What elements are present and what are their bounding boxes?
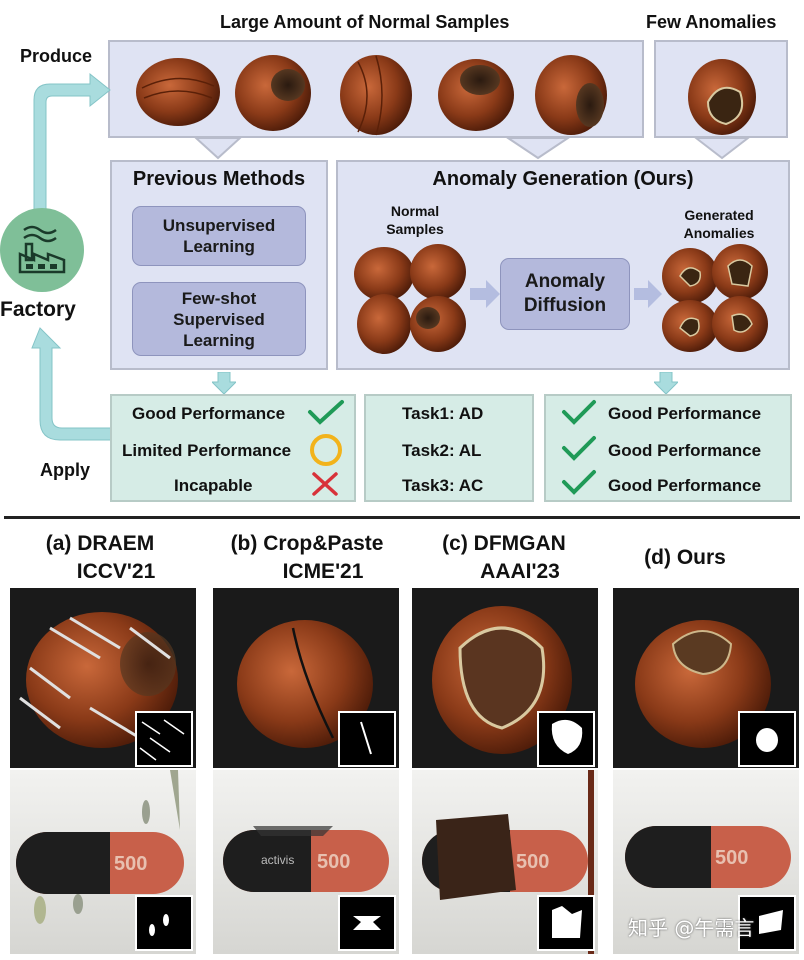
task-al: Task2: AL [402, 441, 482, 460]
draem-capsule-image: 500 [10, 770, 196, 954]
hazelnut-anomaly [688, 59, 756, 135]
hazelnut-normal-5 [535, 55, 607, 135]
previous-results-panel [110, 394, 356, 502]
down-arrow-left [212, 372, 236, 394]
normal-samples-label: Normal Samples [386, 203, 444, 237]
prev-result-icons [308, 400, 344, 496]
top-hazelnut-images [136, 55, 756, 160]
draem-hazelnut-image [10, 588, 196, 768]
column-c-venue: AAAI'23 [480, 560, 560, 583]
column-c-label: (c) DFMGAN AAAI'23 [424, 530, 584, 586]
column-a-name: DRAEM [77, 532, 155, 555]
prev-row-good: Good Performance [132, 404, 286, 423]
croppaste-capsule-image: activis 500 [213, 770, 399, 954]
column-d-tag: (d) [644, 546, 671, 569]
capsule-brand-b: activis [261, 853, 294, 867]
factory-label: Factory [0, 298, 76, 321]
column-d-label: (d) Ours [620, 544, 750, 572]
down-arrow-right [654, 372, 678, 394]
produce-apply-arrows [31, 72, 112, 441]
previous-methods-title: Previous Methods [132, 168, 306, 190]
column-d-name: Ours [676, 546, 726, 569]
ours-row-1: Good Performance [608, 404, 762, 423]
ours-hazelnut-image [613, 588, 799, 768]
circle-icon [310, 434, 342, 466]
check-icon [308, 400, 344, 425]
capsule-text-a: 500 [114, 853, 147, 875]
produce-label: Produce [20, 46, 93, 66]
column-b-label: (b) Crop&Paste ICME'21 [212, 530, 402, 586]
anomaly-generation-title: Anomaly Generation (Ours) [432, 168, 694, 190]
croppaste-hazelnut-image [213, 588, 399, 768]
few-anomalies-title: Few Anomalies [646, 12, 777, 32]
column-a-tag: (a) [45, 532, 72, 555]
hazelnut-normal-2 [235, 55, 311, 131]
ours-hazelnut-grids [354, 244, 768, 354]
dfmgan-hazelnut-image [412, 588, 598, 768]
column-c-name: DFMGAN [473, 532, 566, 555]
tasks-panel [364, 394, 534, 502]
task-ad: Task1: AD [402, 404, 484, 423]
unsupervised-learning-box: Unsupervised Learning [132, 206, 306, 266]
ours-result-icons [562, 400, 596, 495]
section-divider [4, 516, 800, 519]
ours-row-2: Good Performance [608, 441, 762, 460]
factory-circle [0, 208, 84, 292]
hazelnut-comparison-row [10, 588, 799, 768]
normal-hazelnut-grid [354, 244, 466, 354]
check-icon [562, 436, 596, 461]
column-b-venue: ICME'21 [282, 560, 364, 583]
capsule-comparison-row: 500 activis 500 500 500 [10, 770, 799, 954]
normal-samples-title: Large Amount of Normal Samples [220, 12, 510, 32]
capsule-text-b: 500 [317, 851, 350, 873]
task-ac: Task3: AC [402, 476, 484, 495]
generated-anomalies-label: Generated Anomalies [683, 207, 755, 241]
capsule-text-d: 500 [715, 847, 748, 869]
column-b-name: Crop&Paste [263, 532, 384, 555]
watermark: 知乎 @午需言 [628, 916, 755, 940]
column-a-venue: ICCV'21 [76, 560, 156, 583]
check-icon [562, 470, 596, 495]
hazelnut-normal-3 [340, 55, 412, 136]
capsule-text-c: 500 [516, 851, 549, 873]
prev-row-limited: Limited Performance [122, 441, 292, 460]
generated-hazelnut-grid [662, 244, 768, 352]
few-shot-supervised-box: Few-shot Supervised Learning [132, 282, 306, 356]
column-b-tag: (b) [230, 532, 258, 555]
ours-row-3: Good Performance [608, 476, 762, 495]
apply-label: Apply [40, 460, 91, 480]
column-c-tag: (c) [442, 532, 468, 555]
anomaly-diffusion-box: Anomaly Diffusion [500, 258, 630, 330]
hazelnut-normal-4 [438, 59, 514, 131]
cross-icon [312, 472, 338, 496]
dfmgan-capsule-image: 500 [412, 770, 598, 954]
column-a-label: (a) DRAEM ICCV'21 [10, 530, 190, 586]
check-icon [562, 400, 596, 425]
factory-icon [18, 225, 66, 274]
prev-row-incapable: Incapable [174, 476, 253, 495]
ours-capsule-image: 500 [613, 770, 799, 954]
hazelnut-normal-1 [136, 58, 220, 126]
